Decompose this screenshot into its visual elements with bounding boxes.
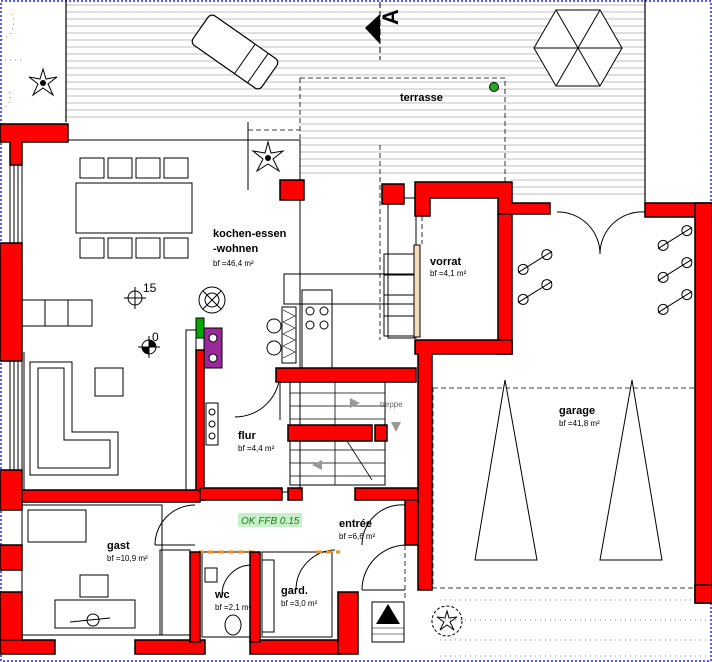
section-marker: A: [365, 2, 403, 60]
kochen-area: bf =46,4 m²: [213, 259, 254, 268]
gast-area: bf =10,9 m²: [107, 554, 148, 563]
level-mark-upper: 15: [124, 281, 157, 309]
entrance-arrow-icon: [371, 601, 405, 643]
appliance-tower: [195, 317, 223, 369]
kitchen-island: [266, 253, 415, 371]
section-marker-label: A: [378, 9, 403, 25]
wc-area: bf =2,1 m²: [215, 603, 252, 612]
kochen-label-2: -wohnen: [213, 243, 258, 255]
parasol-icon: [533, 9, 623, 87]
gard-label: gard.: [281, 585, 308, 597]
gard-area: bf =3,0 m²: [281, 599, 318, 608]
level-mark-lower: 0: [138, 330, 160, 358]
plant-icon: [251, 140, 285, 173]
sideboard: [21, 299, 93, 327]
flur-area: bf =4,4 m²: [238, 444, 275, 453]
terrace-deck: A terrasse: [65, 0, 646, 340]
garden-path: [1, 9, 25, 111]
stove-icon: [198, 286, 226, 314]
terrasse-label: terrasse: [400, 92, 443, 104]
vorrat-area: bf =4,1 m²: [430, 269, 467, 278]
garage-area: garage bf =41,8 m²: [432, 211, 710, 657]
garage-area-text: bf =41,8 m²: [559, 419, 600, 428]
gast-label: gast: [107, 540, 130, 552]
walls: [0, 123, 712, 655]
wc-label: wc: [214, 589, 230, 601]
entree-label: entrée: [339, 518, 372, 530]
green-marker: [489, 82, 499, 92]
vorrat-label: vorrat: [430, 256, 462, 268]
level-tag-label: OK FFB 0.15: [241, 516, 300, 527]
treppe-label: treppe: [380, 400, 403, 409]
level-tag: [238, 513, 302, 527]
dining-table: [75, 157, 193, 259]
sofa: [29, 361, 124, 476]
flur-label: flur: [238, 430, 256, 442]
level-mark-upper-label: 15: [143, 281, 157, 295]
car-icon: [191, 14, 279, 90]
garage-label: garage: [559, 405, 595, 417]
plant-icon: [28, 67, 58, 97]
kochen-label: kochen-essen: [213, 228, 287, 240]
level-mark-lower-label: 0: [152, 330, 159, 344]
plant-icon: [431, 605, 463, 637]
entree-area: bf =6,6 m²: [339, 532, 376, 541]
